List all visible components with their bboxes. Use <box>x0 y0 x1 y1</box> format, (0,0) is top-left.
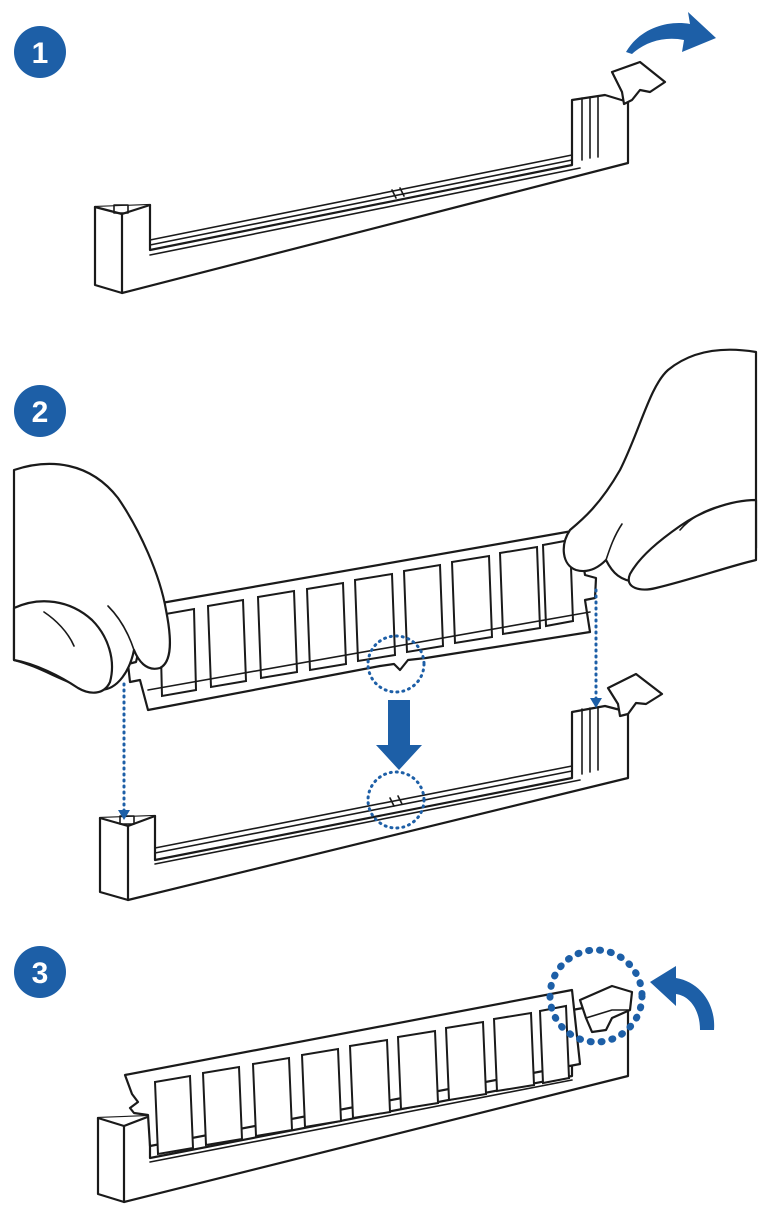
retention-clip-open <box>610 60 667 106</box>
memory-chips <box>158 538 575 698</box>
slot-key-highlight <box>366 770 426 830</box>
module-notch-highlight <box>366 634 426 694</box>
step-3-close-clip-arrow <box>650 966 715 1030</box>
step-2-badge: 2 <box>14 385 66 437</box>
step-1-number: 1 <box>32 37 49 70</box>
insert-down-arrow <box>376 700 422 770</box>
step-3-number: 3 <box>32 957 49 990</box>
clip-locked-highlight <box>546 946 646 1046</box>
retention-clip-closed <box>578 984 634 1034</box>
step-2-dimm-slot <box>98 672 664 902</box>
step-2-group: 2 <box>12 348 758 902</box>
step-1-group: 1 <box>14 12 716 295</box>
retention-clip-open <box>606 672 664 718</box>
step-3-badge: 3 <box>14 946 66 998</box>
right-hand <box>562 348 758 591</box>
alignment-guides <box>118 588 602 820</box>
step-3-installed-module <box>96 984 634 1204</box>
step-2-number: 2 <box>32 396 49 429</box>
step-1-badge: 1 <box>14 26 66 78</box>
step-2-memory-module <box>126 528 598 712</box>
memory-chips <box>153 1004 571 1156</box>
step-3-group: 3 <box>14 946 715 1204</box>
step-1-dimm-slot <box>93 60 667 295</box>
step-1-open-clip-arrow <box>626 12 716 54</box>
left-hand <box>12 462 172 694</box>
